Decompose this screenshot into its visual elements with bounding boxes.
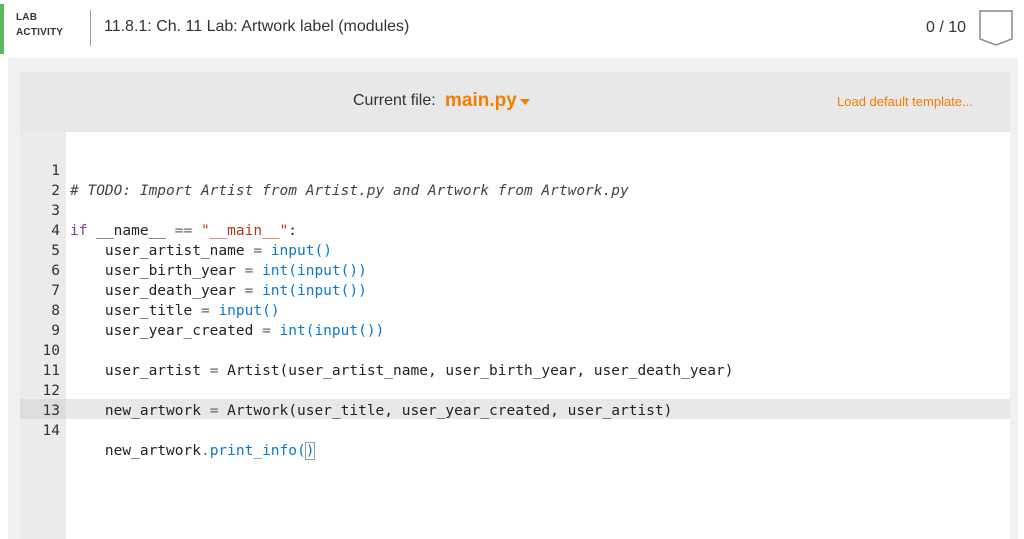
code-comment: # TODO: Import Artist from Artist.py and… — [70, 183, 629, 199]
code-operator: = — [200, 303, 210, 319]
code-call: int(input()) — [279, 323, 385, 339]
code-variable: user_title — [104, 303, 193, 319]
code-variable: user_artist — [104, 363, 201, 379]
line-number: 7 — [51, 283, 60, 299]
code-operator: = — [244, 283, 254, 299]
code-variable: new_artwork — [104, 403, 201, 419]
lab-activity-badge: LAB ACTIVITY — [16, 10, 78, 40]
line-number: 1 — [51, 163, 60, 179]
code-editor[interactable] — [20, 132, 1010, 539]
line-number: 4 — [51, 223, 60, 239]
code-line[interactable]: 4 user_artist_name = input() — [20, 201, 332, 259]
line-number: 6 — [51, 263, 60, 279]
line-number: 8 — [51, 303, 60, 319]
code-operator: = — [209, 403, 219, 419]
code-line-active[interactable]: 14 new_artwork.print_info() — [20, 401, 316, 460]
code-line[interactable]: 10 user_artist = Artist(user_artist_name… — [20, 321, 734, 379]
line-number: 11 — [42, 363, 60, 379]
code-punct: : — [288, 223, 298, 239]
code-line[interactable]: 3 if __name__ == "__main__": — [20, 181, 297, 239]
code-variable: user_year_created — [104, 323, 254, 339]
gutter-active-line — [20, 399, 66, 419]
line-number: 13 — [42, 403, 60, 419]
chevron-down-icon[interactable] — [520, 99, 530, 105]
code-keyword: if — [70, 223, 88, 239]
editor-toolbar — [20, 72, 1010, 132]
current-file-label: Current file: — [353, 92, 436, 109]
badge-line-2: ACTIVITY — [16, 27, 64, 38]
code-operator: = — [253, 243, 263, 259]
lab-title: 11.8.1: Ch. 11 Lab: Artwork label (modul… — [104, 18, 410, 35]
code-lines[interactable]: 1 # TODO: Import Artist from Artist.py a… — [20, 141, 734, 460]
code-variable: new_artwork — [104, 443, 201, 459]
score-badge-icon — [979, 10, 1013, 46]
code-line[interactable]: 1 # TODO: Import Artist from Artist.py a… — [20, 141, 628, 199]
code-operator: = — [209, 363, 219, 379]
code-method: print_info — [209, 443, 297, 459]
code-operator: = — [244, 263, 254, 279]
code-paren-open: ( — [297, 443, 306, 459]
code-line[interactable]: 12 new_artwork = Artwork(user_title, use… — [20, 361, 673, 419]
line-number: 5 — [51, 243, 60, 259]
code-line[interactable]: 7 user_title = input() — [20, 261, 279, 319]
code-string: "__main__" — [200, 223, 289, 239]
code-variable: user_artist_name — [104, 243, 245, 259]
line-number: 14 — [42, 423, 60, 439]
line-number-gutter — [20, 132, 66, 539]
code-line[interactable]: 9 — [20, 301, 60, 339]
line-number: 10 — [42, 343, 60, 359]
header-divider — [90, 10, 91, 46]
code-paren-close: ) — [304, 442, 316, 460]
code-call: input() — [270, 243, 332, 259]
code-call: input() — [218, 303, 280, 319]
code-call: Artwork(user_title, user_year_created, u… — [227, 403, 673, 419]
line-number: 12 — [42, 383, 60, 399]
load-default-template-link[interactable]: Load default template... — [837, 94, 973, 109]
code-dot: . — [200, 443, 210, 459]
score-text: 0 / 10 — [926, 19, 967, 36]
code-call: int(input()) — [262, 283, 367, 299]
badge-line-1: LAB — [16, 12, 38, 23]
code-line[interactable]: 13 — [20, 381, 60, 419]
code-line[interactable]: 5 user_birth_year = int(input()) — [20, 221, 367, 279]
line-number: 2 — [51, 183, 60, 199]
line-number: 9 — [51, 323, 60, 339]
code-operator: = — [262, 323, 271, 339]
current-file-select[interactable]: main.py — [445, 90, 517, 111]
code-variable: __name__ — [96, 223, 167, 239]
code-variable: user_death_year — [104, 283, 236, 299]
code-line[interactable]: 2 — [20, 161, 60, 199]
code-line[interactable]: 11 — [20, 341, 60, 379]
code-variable: user_birth_year — [104, 263, 236, 279]
lab-header — [8, 4, 1018, 54]
code-line[interactable]: 8 user_year_created = int(input()) — [20, 281, 384, 339]
code-call: Artist(user_artist_name, user_birth_year… — [227, 363, 734, 379]
code-call: int(input()) — [262, 263, 367, 279]
line-number: 3 — [51, 203, 60, 219]
active-line-highlight — [66, 399, 1010, 419]
code-line[interactable]: 6 user_death_year = int(input()) — [20, 241, 367, 299]
lab-accent-bar — [0, 4, 4, 54]
code-operator: == — [174, 223, 193, 239]
